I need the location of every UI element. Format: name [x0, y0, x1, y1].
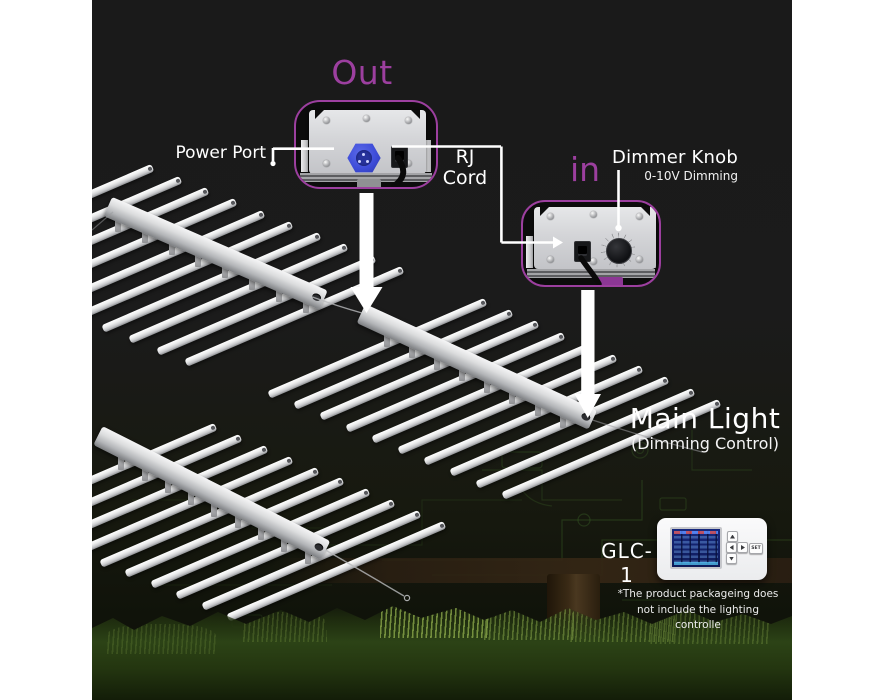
- bar-stem: [509, 390, 516, 405]
- bar-endcap: [363, 490, 369, 496]
- bar-stem: [188, 490, 195, 505]
- packaging-disclaimer: *The product packageing does not include…: [617, 588, 779, 631]
- bar-stem: [281, 537, 288, 552]
- bar-stem: [459, 367, 466, 382]
- bar-endcap: [261, 447, 267, 453]
- fixture-side: [301, 140, 308, 172]
- screw: [590, 258, 597, 265]
- bar-endcap: [286, 457, 292, 464]
- mount-tab: [357, 179, 381, 187]
- light-fixture: [92, 0, 792, 700]
- screw: [323, 117, 330, 124]
- bar-endcap: [235, 436, 241, 442]
- screw: [323, 160, 330, 167]
- bar-endcap: [312, 468, 318, 474]
- bar-stem: [141, 230, 148, 244]
- bar-endcap: [337, 479, 343, 485]
- rj-in-port: [574, 241, 591, 262]
- screw: [547, 256, 554, 263]
- power-port-connector: [347, 143, 381, 173]
- bar-stem: [383, 333, 390, 347]
- bar-stem: [408, 344, 415, 359]
- screw: [405, 117, 412, 124]
- dimming-control-sublabel: (Dimming Control): [630, 434, 780, 453]
- dimmer-knob: [606, 238, 632, 264]
- bar-stem: [114, 218, 121, 232]
- down-button-icon: [726, 553, 737, 564]
- bar-stem: [168, 241, 175, 255]
- power-port-label: Power Port: [175, 143, 266, 163]
- grass-tuft: [106, 624, 216, 654]
- screw: [363, 115, 370, 122]
- mount-tab: [597, 277, 623, 285]
- rj-cable: [391, 155, 407, 187]
- out-port-callout: [294, 100, 438, 189]
- bar-stem: [304, 549, 311, 564]
- screw: [636, 213, 643, 220]
- dimmer-knob-label: Dimmer Knob 0-10V Dimming: [610, 147, 738, 183]
- bar-stem: [257, 525, 264, 541]
- out-end-panel: [309, 110, 426, 174]
- in-label: in: [569, 150, 601, 189]
- heatsink-fins: [300, 173, 432, 182]
- in-port-callout: [521, 200, 661, 287]
- rj-cord-label: RJ Cord: [442, 146, 488, 189]
- up-button-icon: [727, 531, 738, 542]
- rj-cable: [578, 255, 602, 285]
- controller-screen: [670, 527, 722, 569]
- bar-stem: [249, 276, 256, 290]
- light-fixture: [92, 0, 792, 700]
- bar-stem: [276, 288, 283, 302]
- bar-stem: [222, 265, 229, 279]
- set-button: SET: [749, 542, 763, 554]
- bar-stem: [164, 478, 171, 494]
- bar-endcap: [414, 511, 420, 518]
- bar-stem: [303, 300, 309, 314]
- bar-stem: [534, 402, 541, 416]
- fixture-side: [424, 140, 431, 172]
- bar-endcap: [388, 501, 394, 507]
- bar-stem: [234, 513, 241, 529]
- light-fixtures-layer: [92, 0, 792, 700]
- out-label: Out: [331, 53, 393, 92]
- bar-stem: [141, 466, 148, 482]
- bar-stem: [484, 379, 491, 393]
- bar-stem: [559, 414, 566, 428]
- main-light-label: Main Light (Dimming Control): [620, 402, 790, 453]
- grow-light-scene: Out in Power Port RJ Cord Dimmer Knob 0-…: [92, 0, 792, 700]
- controller-model-label: GLC-1: [601, 539, 653, 587]
- bar-stem: [195, 253, 202, 267]
- bar-endcap: [439, 522, 445, 528]
- bar-endcap: [210, 425, 216, 431]
- screw: [405, 160, 412, 167]
- bar-stem: [211, 502, 218, 517]
- left-button-icon: [726, 542, 737, 553]
- light-fixture: [92, 0, 792, 700]
- screw: [636, 256, 643, 263]
- lighting-controller-device: SET: [657, 518, 767, 580]
- right-button-icon: [737, 542, 748, 553]
- fixture-side: [526, 236, 533, 268]
- screw: [590, 211, 597, 218]
- screw: [547, 213, 554, 220]
- dimmer-sublabel: 0-10V Dimming: [644, 169, 738, 183]
- bar-stem: [433, 356, 440, 370]
- bar-stem: [118, 455, 125, 470]
- rail-connector-hole: [312, 541, 325, 552]
